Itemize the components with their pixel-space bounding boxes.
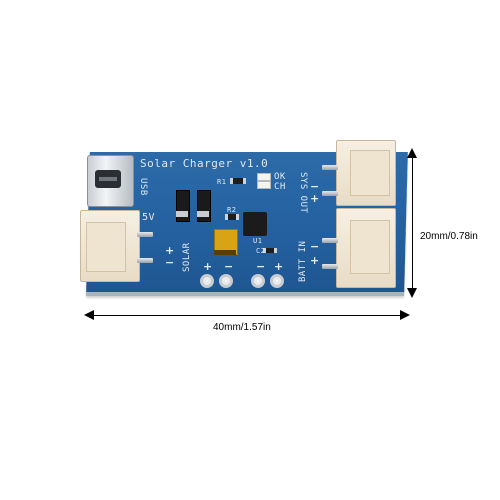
solar-plus-mark: + xyxy=(203,260,213,273)
fivev-silk-label: 5V xyxy=(142,212,156,223)
resistor-r1 xyxy=(230,178,246,184)
sys-plus-mark: + xyxy=(310,192,320,205)
u1-silk-label: U1 xyxy=(253,237,263,245)
batt-right-plus-mark: + xyxy=(310,254,320,267)
pcb-edge xyxy=(96,288,402,296)
solar-minus-hole xyxy=(219,274,233,288)
width-dimension-label: 40mm/1.57in xyxy=(213,322,271,333)
height-arrow-up-icon xyxy=(407,148,417,158)
usb-port-tongue xyxy=(99,177,117,181)
sys-out-connector-pin xyxy=(322,191,338,196)
batt-plus-mark: + xyxy=(274,260,284,273)
diode-pad xyxy=(176,211,188,217)
diode-pad xyxy=(197,211,209,217)
batt-in-connector-pin xyxy=(322,238,338,243)
batt-plus-hole xyxy=(270,274,284,288)
batt-minus-mark: − xyxy=(256,260,266,273)
height-arrow-down-icon xyxy=(407,288,417,298)
r2-silk-label: R2 xyxy=(227,206,237,214)
ok-text: OK xyxy=(274,172,286,182)
resistor-r2 xyxy=(225,214,239,220)
left-connector-pin xyxy=(137,232,153,237)
sys-out-silk-label: SYS OUT xyxy=(298,172,308,214)
ch-text: CH xyxy=(274,182,286,192)
left-jst-connector-socket xyxy=(86,222,126,272)
r1-silk-label: R1 xyxy=(217,178,227,186)
c2-silk-label: C2 xyxy=(256,247,266,255)
board-title: Solar Charger v1.0 xyxy=(140,157,269,170)
batt-in-connector-socket xyxy=(350,220,390,274)
usb-silk-label: USB xyxy=(138,178,148,196)
sys-minus-mark: − xyxy=(310,180,320,193)
height-dimension-line xyxy=(412,152,413,292)
solar-silk-label: SOLAR xyxy=(182,242,192,272)
solar-plus-hole xyxy=(200,274,214,288)
width-arrow-right-icon xyxy=(400,310,410,320)
schottky-diode xyxy=(197,190,211,222)
batt-right-minus-mark: − xyxy=(310,240,320,253)
width-arrow-left-icon xyxy=(84,310,94,320)
charger-ic-chip xyxy=(243,212,267,236)
batt-in-connector-pin xyxy=(322,264,338,269)
left-connector-pin xyxy=(137,258,153,263)
batt-minus-hole xyxy=(251,274,265,288)
width-dimension-line xyxy=(88,315,406,316)
sys-out-connector-socket xyxy=(350,150,390,196)
height-dimension-label: 20mm/0.78in xyxy=(420,231,478,242)
left-minus-mark: − xyxy=(165,256,175,269)
ok-led xyxy=(257,173,271,181)
left-plus-mark: + xyxy=(165,244,175,257)
capacitor-polarity-band xyxy=(214,250,236,255)
sys-out-connector-pin xyxy=(322,165,338,170)
ch-led xyxy=(257,181,271,189)
schottky-diode xyxy=(176,190,190,222)
capacitor-c2 xyxy=(263,248,277,253)
batt-in-silk-label: BATT IN xyxy=(298,240,308,282)
solar-minus-mark: − xyxy=(224,260,234,273)
